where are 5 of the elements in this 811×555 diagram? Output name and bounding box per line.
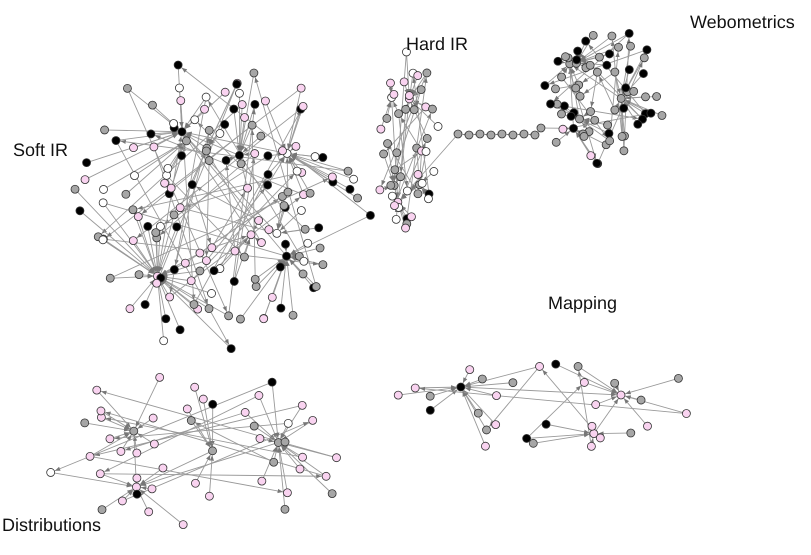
cluster-label: Soft IR	[13, 140, 68, 161]
cluster-label: Webometrics	[690, 12, 795, 33]
cluster-label: Mapping	[548, 293, 618, 314]
cluster-label: Distributions	[2, 515, 102, 536]
cluster-label: Hard IR	[406, 34, 468, 55]
